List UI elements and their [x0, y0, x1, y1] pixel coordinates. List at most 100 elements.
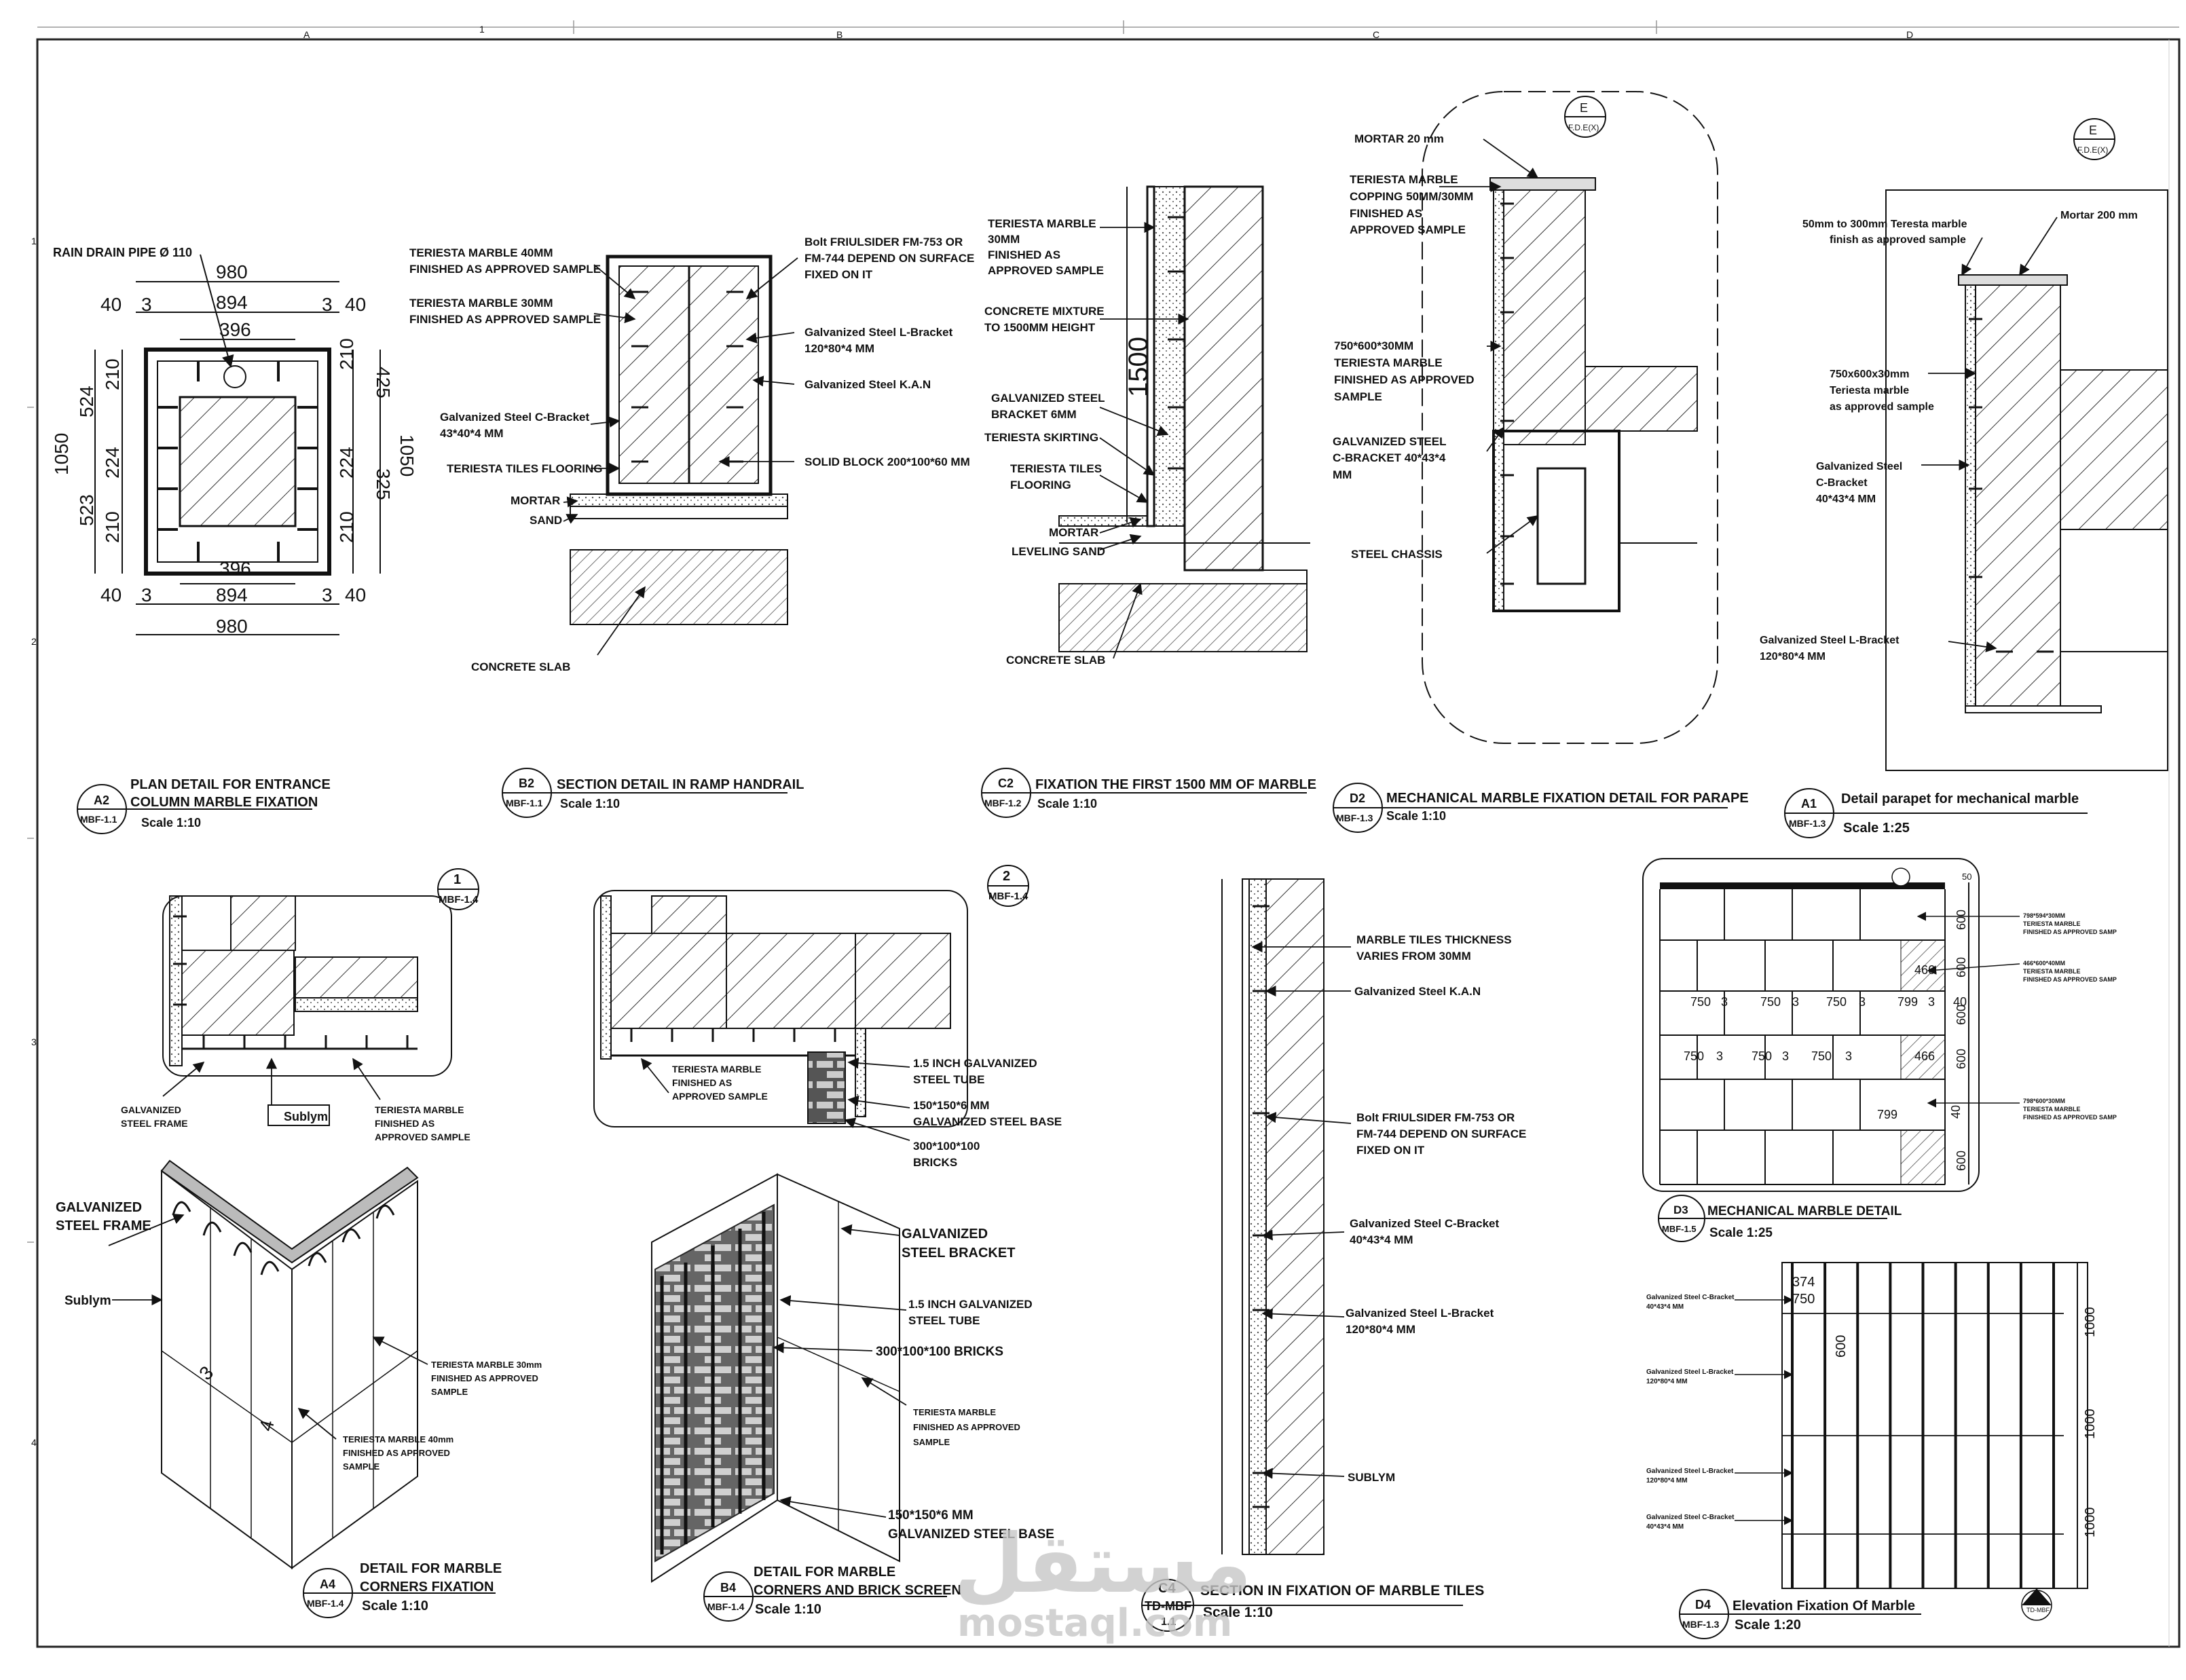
- a2-dim-right-total: 1050: [396, 434, 418, 477]
- a2-dim-right-a: 425: [373, 367, 394, 398]
- d2-scale: Scale 1:10: [1386, 809, 1446, 823]
- d4-dim-w1: 374: [1792, 1275, 1815, 1290]
- det2-r3b: BRICKS: [913, 1156, 957, 1169]
- a1-l2: Mortar 200 mm: [2060, 210, 2138, 221]
- b2-l2a: TERIESTA MARBLE 30MM: [409, 297, 553, 310]
- detail-c4-section: MARBLE TILES THICKNESS VARIES FROM 30MM …: [1221, 878, 1526, 1555]
- b2-scale: Scale 1:10: [560, 797, 620, 810]
- d3-row-dim: 750: [1760, 995, 1781, 1009]
- det2-r1a: 1.5 INCH GALVANIZED: [913, 1057, 1037, 1070]
- b4-l2b: STEEL TUBE: [908, 1314, 980, 1327]
- det2-r2b: GALVANIZED STEEL BASE: [913, 1115, 1062, 1128]
- d2-tag-sheet: MBF-1.3: [1336, 813, 1373, 823]
- a4-tag-id: A4: [320, 1578, 335, 1591]
- c2-scale: Scale 1:10: [1037, 797, 1097, 810]
- d3-title: MECHANICAL MARBLE DETAIL: [1707, 1204, 1902, 1218]
- a2-dim-inner-top: 396: [219, 319, 251, 340]
- det2-r1b: STEEL TUBE: [913, 1073, 984, 1086]
- tag-b4: B4 MBF-1.4 DETAIL FOR MARBLE CORNERS AND…: [703, 1565, 961, 1622]
- d3-row-dim: 3: [1845, 1049, 1852, 1063]
- d4-dim-r2: 1000: [2083, 1409, 2098, 1440]
- a1-tag-sheet: MBF-1.3: [1789, 818, 1826, 829]
- d4-title: Elevation Fixation Of Marble: [1733, 1599, 1915, 1613]
- a2-title-2: COLUMN MARBLE FIXATION: [130, 795, 318, 810]
- d2-l2b: COPPING 50MM/30MM: [1350, 190, 1473, 203]
- grid-col-c: C: [1373, 29, 1379, 40]
- a2-dim-top-mid: 894: [216, 292, 248, 313]
- d3-side-dim: 600: [1955, 957, 1968, 977]
- d4-label-1a: Galvanized Steel C-Bracket: [1646, 1294, 1735, 1301]
- b4-tag-id: B4: [720, 1581, 736, 1594]
- det1-l1a: GALVANIZED: [121, 1104, 181, 1115]
- d3-side-dim: 600: [1955, 1151, 1968, 1171]
- b2-title: SECTION DETAIL IN RAMP HANDRAIL: [557, 777, 804, 792]
- a2-dim-left-b2: 210: [102, 511, 123, 543]
- a4-l4a: TERIESTA MARBLE 40mm: [343, 1434, 453, 1444]
- d4-tag-id: D4: [1695, 1598, 1711, 1611]
- det2-l1a: TERIESTA MARBLE: [672, 1064, 761, 1075]
- a1-title: Detail parapet for mechanical marble: [1841, 791, 2079, 806]
- detail-b4-axonometric: GALVANIZED STEEL BRACKET 1.5 INCH GALVAN…: [651, 1173, 1054, 1583]
- a2-dim-right-b2: 210: [336, 511, 357, 543]
- a2-dim-right-b1: 210: [336, 338, 357, 370]
- d3-note-3a: 798*600*30MM: [2023, 1098, 2065, 1104]
- b2-r3: Galvanized Steel K.A.N: [804, 378, 931, 391]
- c4-l3b: FM-744 DEPEND ON SURFACE: [1356, 1127, 1526, 1140]
- d2-l1: MORTAR 20 mm: [1354, 132, 1444, 145]
- c4-l1b: VARIES FROM 30MM: [1356, 950, 1471, 963]
- detail-2-enlarged: 2 MBF-1.4 TERIESTA MARBLE FINISHED AS AP…: [593, 865, 1062, 1169]
- a1-callout-letter: E: [2089, 124, 2097, 137]
- a4-l1b: STEEL FRAME: [56, 1218, 151, 1233]
- a4-l1a: GALVANIZED: [56, 1200, 142, 1215]
- d4-dim-h1: 600: [1834, 1335, 1849, 1358]
- d3-note-3c: FINISHED AS APPROVED SAMP: [2023, 1114, 2117, 1121]
- a4-l3b: FINISHED AS APPROVED: [431, 1373, 538, 1383]
- c2-l5b: FLOORING: [1010, 479, 1071, 491]
- d4-label-3b: 120*80*4 MM: [1646, 1477, 1688, 1485]
- b2-r1a: Bolt FRIULSIDER FM-753 OR: [804, 236, 963, 248]
- tag-d2: D2 MBF-1.3 MECHANICAL MARBLE FIXATION DE…: [1333, 783, 1749, 833]
- c2-l2a: CONCRETE MIXTURE: [984, 305, 1105, 318]
- d4-callout-sheet: TD-MBF: [2026, 1607, 2050, 1613]
- a2-dim-bot-total: 980: [216, 616, 248, 637]
- d2-l3a: 750*600*30MM: [1334, 339, 1413, 352]
- c4-l4a: Galvanized Steel C-Bracket: [1350, 1217, 1499, 1230]
- d4-fixation-grid: [1782, 1263, 2064, 1588]
- a4-l3a: TERIESTA MARBLE 30mm: [431, 1360, 542, 1370]
- c4-tag-sheet: TD-MBF: [1145, 1599, 1191, 1613]
- a2-dim-left-a: 524: [76, 386, 97, 417]
- d2-title: MECHANICAL MARBLE FIXATION DETAIL FOR PA…: [1386, 791, 1749, 806]
- grid-col-b: B: [836, 29, 842, 40]
- a2-dim-top-total: 980: [216, 261, 248, 282]
- d4-label-1b: 40*43*4 MM: [1646, 1303, 1684, 1311]
- b4-scale: Scale 1:10: [755, 1602, 821, 1617]
- d2-l2a: TERIESTA MARBLE: [1350, 173, 1458, 186]
- c2-l1a: TERIESTA MARBLE: [988, 217, 1096, 230]
- det2-l1b: FINISHED AS: [672, 1077, 732, 1088]
- b2-r1c: FIXED ON IT: [804, 268, 873, 281]
- c2-l3a: GALVANIZED STEEL: [991, 392, 1105, 405]
- a4-title-2: CORNERS FIXATION: [360, 1580, 494, 1594]
- c2-title: FIXATION THE FIRST 1500 MM OF MARBLE: [1035, 777, 1316, 792]
- a2-dim-top-r: 40: [345, 294, 366, 315]
- grid-row-1: 1: [31, 236, 37, 246]
- c2-l8: CONCRETE SLAB: [1006, 654, 1105, 667]
- d3-note-2c: FINISHED AS APPROVED SAMP: [2023, 976, 2117, 983]
- det1-l3a: TERIESTA MARBLE: [375, 1104, 464, 1115]
- d3-row-dim: 750: [1752, 1049, 1772, 1063]
- d4-label-4a: Galvanized Steel C-Bracket: [1646, 1514, 1735, 1521]
- det1-l3c: APPROVED SAMPLE: [375, 1132, 470, 1142]
- c2-l3b: BRACKET 6MM: [991, 408, 1077, 421]
- c4-tag-id: C4: [1158, 1581, 1176, 1596]
- watermark-latin: mostaql.com: [957, 1601, 1232, 1645]
- b2-tag-id: B2: [519, 777, 534, 790]
- grid-col-a: A: [303, 29, 310, 40]
- d2-l2c: FINISHED AS: [1350, 207, 1422, 220]
- d3-note-2a: 466*600*40MM: [2023, 960, 2065, 967]
- d4-label-3a: Galvanized Steel L-Bracket: [1646, 1468, 1734, 1475]
- tag-a2: A2 MBF-1.1 PLAN DETAIL FOR ENTRANCE COLU…: [77, 777, 331, 834]
- d3-tag-id: D3: [1673, 1203, 1688, 1216]
- d2-callout-letter: E: [1580, 101, 1588, 115]
